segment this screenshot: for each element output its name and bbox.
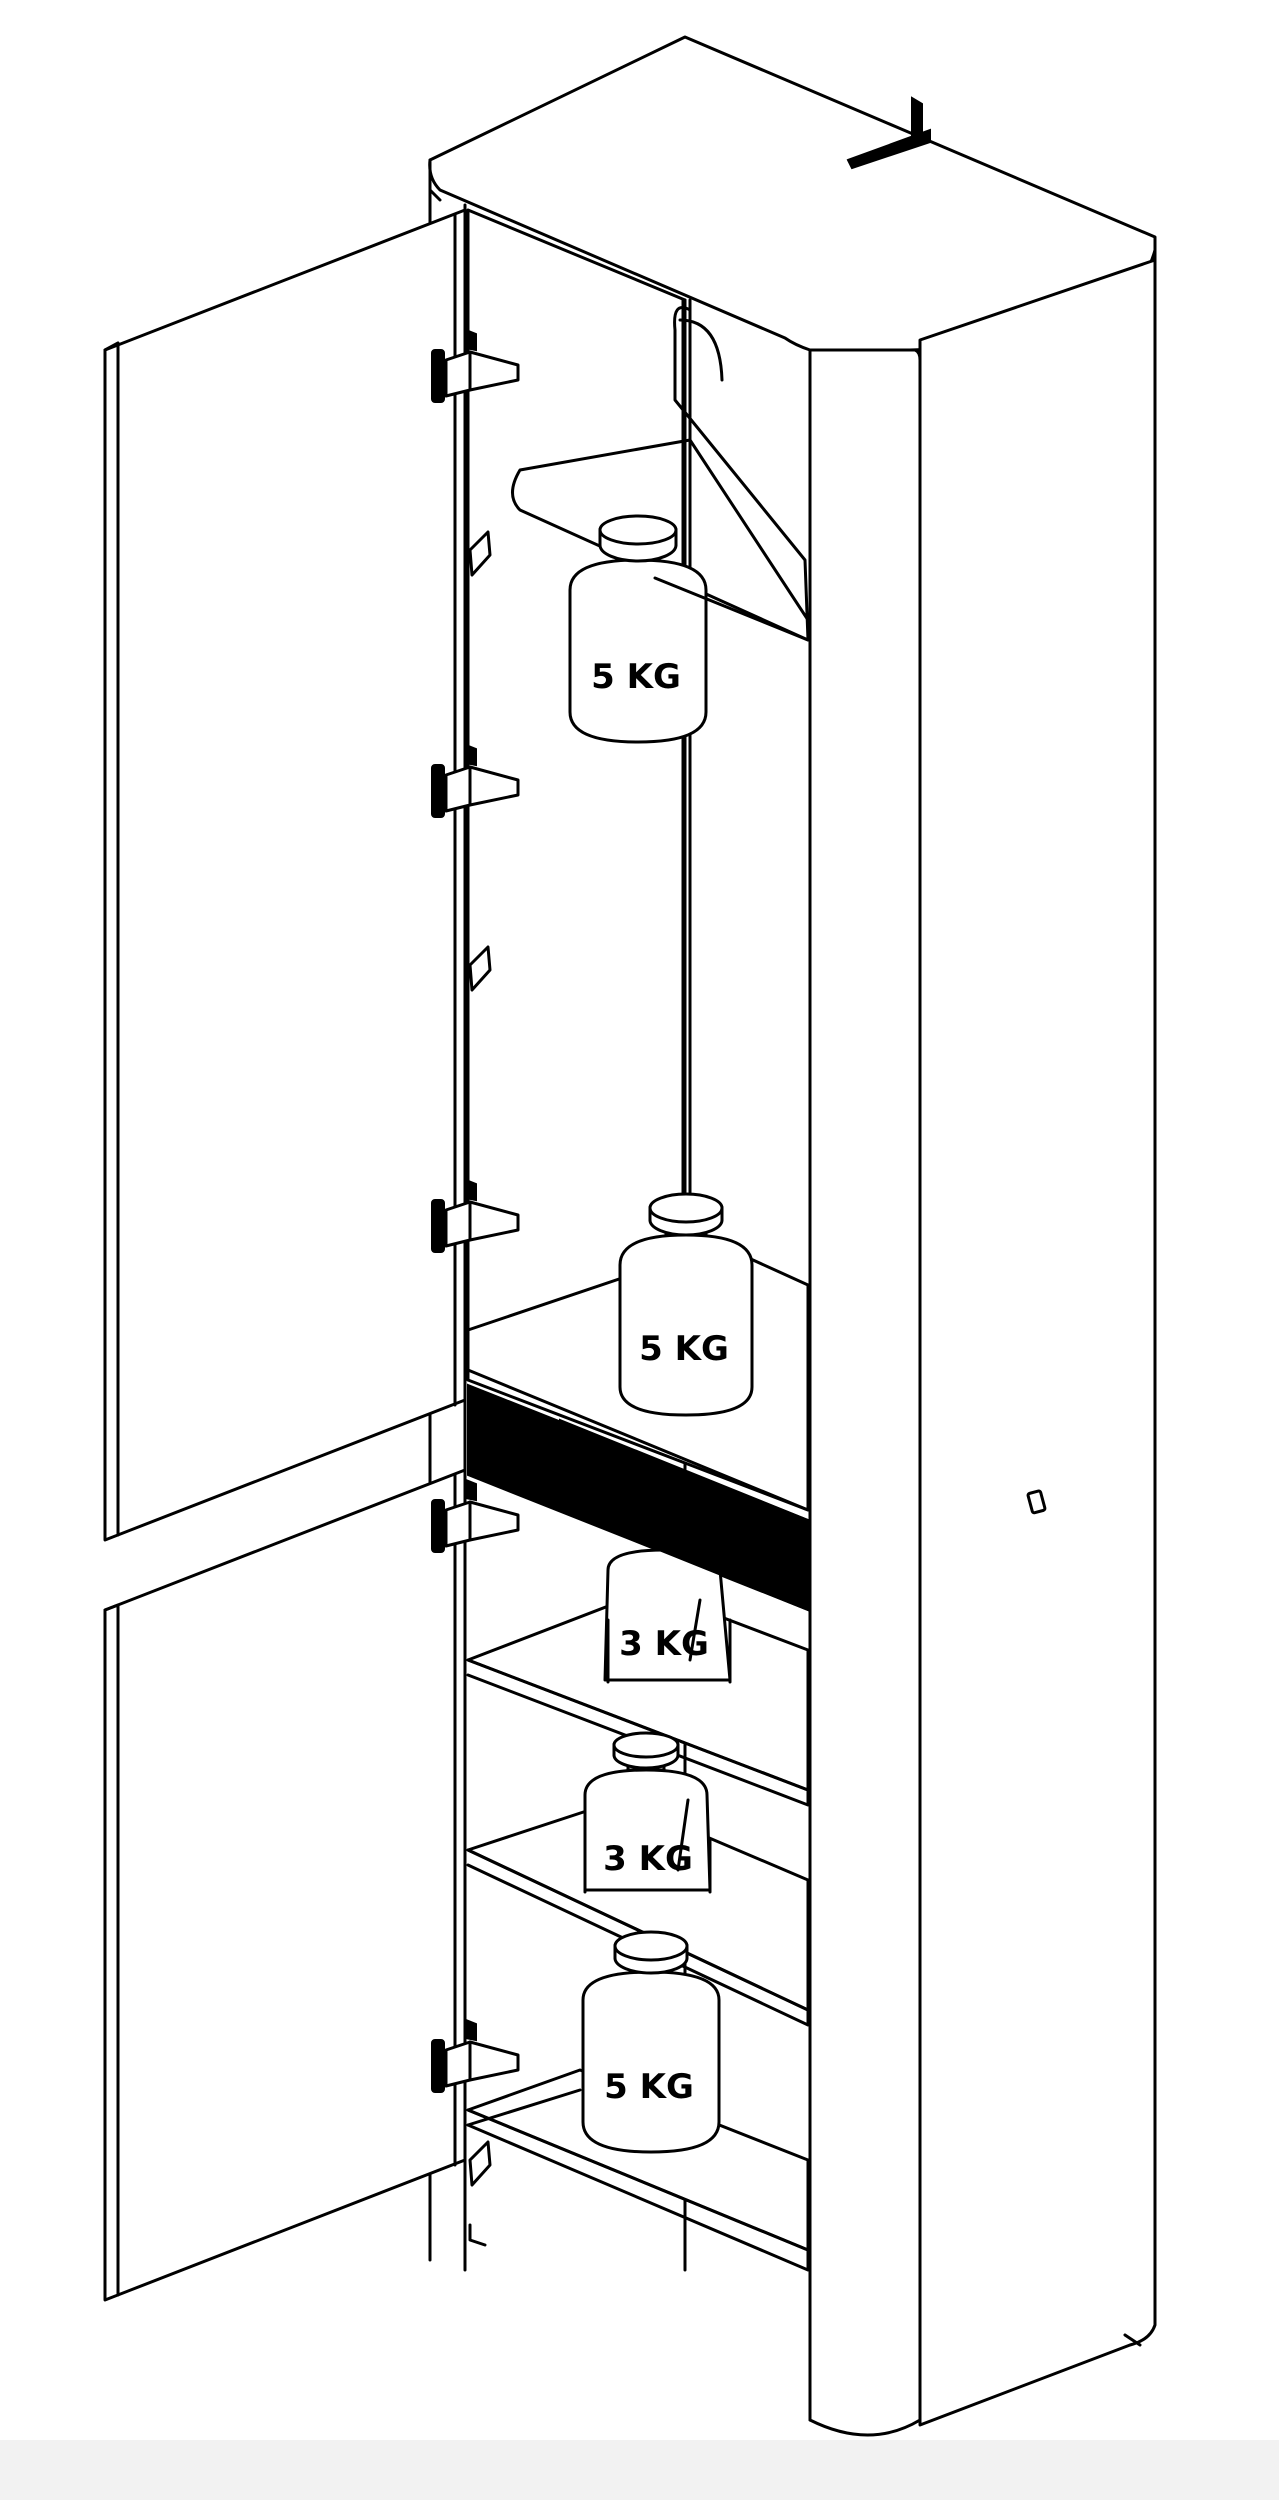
weight-upper-shelf: 5 KG <box>618 1192 754 1417</box>
hinge-5 <box>431 2018 520 2093</box>
cabinet-foot-left <box>468 2223 487 2247</box>
hinges <box>431 328 520 2187</box>
weight-second-shelf: 3 KG <box>603 1548 732 1684</box>
cabinet-side-panel <box>918 258 1157 2427</box>
door-clip-3 <box>468 2140 492 2187</box>
weight-label: 5 KG <box>639 1329 729 1369</box>
hinge-3 <box>431 1178 520 1253</box>
upper-door <box>103 208 467 1542</box>
weight-label: 5 KG <box>604 2067 694 2107</box>
weights: 5 KG 5 KG 3 KG <box>559 514 810 2154</box>
cabinet-foot-right <box>1123 2333 1142 2347</box>
weight-label: 3 KG <box>619 1624 709 1664</box>
hinge-4 <box>431 1478 520 1553</box>
door-clip-1 <box>468 530 492 577</box>
weight-hanger: 5 KG <box>568 514 708 744</box>
door-clip-2 <box>468 945 492 992</box>
side-fixing-hole <box>1026 1489 1047 1515</box>
weight-label: 3 KG <box>603 1839 693 1879</box>
lower-door <box>103 1468 467 2302</box>
floor-shadow <box>0 2440 1279 2500</box>
wall-bracket <box>846 128 931 170</box>
hanging-rail <box>681 298 692 1252</box>
weight-bottom-shelf: 5 KG <box>581 1930 721 2154</box>
hinge-2 <box>431 743 520 818</box>
hinge-1 <box>431 328 520 403</box>
cabinet-body <box>428 35 1157 2437</box>
weight-label: 5 KG <box>591 657 681 697</box>
cabinet-right-side <box>808 348 922 2437</box>
weight-third-shelf: 3 KG <box>583 1731 712 1894</box>
